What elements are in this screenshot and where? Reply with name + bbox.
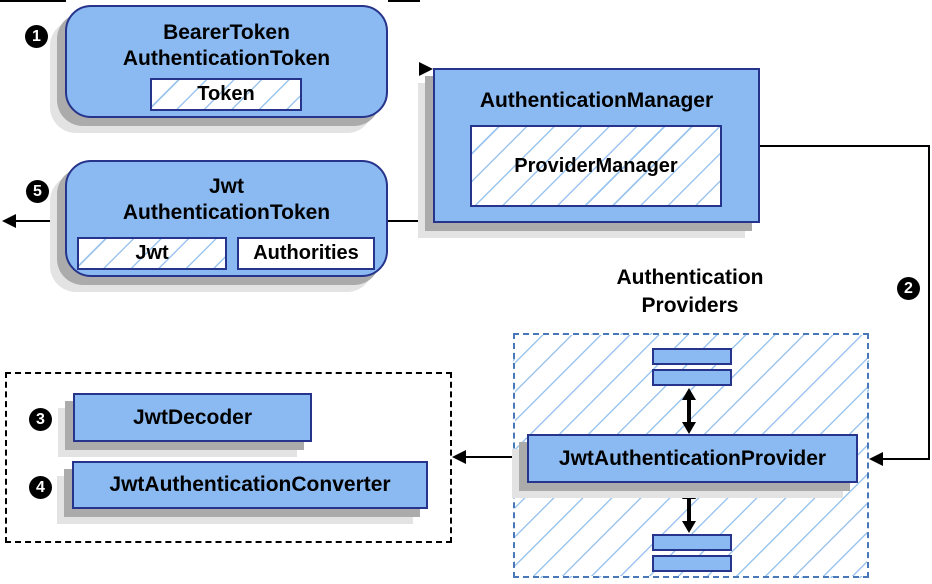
step-badge-4: 4	[29, 476, 52, 499]
jwt-authentication-provider-title: JwtAuthenticationProvider	[558, 446, 827, 470]
provider-list-connector-top	[687, 397, 691, 426]
step-badge-5: 5	[26, 180, 49, 203]
jwt-authentication-provider-node: JwtAuthenticationProvider	[527, 434, 858, 483]
flow-line-manager-to-provider-vertical	[928, 145, 930, 460]
authorities-field: Authorities	[237, 237, 375, 270]
authorities-field-label: Authorities	[253, 242, 359, 264]
other-provider-rect	[652, 348, 732, 365]
jwt-token-title-line2: AuthenticationToken	[122, 201, 331, 224]
provider-manager-field: ProviderManager	[470, 125, 722, 207]
flow-line-request-in	[0, 0, 66, 2]
step-badge-1: 1	[25, 25, 48, 48]
flow-line-manager-to-provider-top	[759, 145, 930, 147]
arrowhead-into-jwt-provider-icon	[869, 452, 883, 466]
arrowhead-into-decoder-group-icon	[452, 450, 466, 464]
flow-line-provider-to-decoder-group	[466, 456, 527, 458]
bearer-token-title-line2: AuthenticationToken	[122, 47, 331, 70]
arrowhead-response-out-icon	[2, 214, 16, 228]
arrowhead-up-icon	[682, 487, 696, 499]
jwt-decoder-title: JwtDecoder	[132, 405, 253, 429]
arrowhead-up-icon	[682, 388, 696, 400]
provider-manager-label: ProviderManager	[514, 154, 678, 177]
authentication-manager-title: AuthenticationManager	[479, 89, 714, 112]
authentication-providers-title: Authentication Providers	[550, 264, 830, 320]
provider-list-connector-bottom	[687, 496, 691, 524]
other-provider-rect	[652, 534, 732, 551]
other-provider-rect	[652, 555, 732, 572]
arrowhead-into-authentication-manager-icon	[419, 62, 433, 76]
jwt-token-title-line1: Jwt	[208, 175, 244, 198]
authentication-providers-title-line1: Authentication	[616, 266, 764, 289]
flow-line-manager-to-provider-bottom	[882, 458, 929, 460]
jwt-authentication-converter-title: JwtAuthenticationConverter	[109, 473, 391, 496]
step-badge-3: 3	[29, 408, 52, 431]
jwt-authentication-converter-node: JwtAuthenticationConverter	[72, 461, 428, 509]
flow-line-token-to-manager	[388, 0, 420, 2]
jwt-field-label: Jwt	[135, 242, 169, 264]
jwt-field: Jwt	[77, 237, 227, 270]
step-badge-2: 2	[897, 277, 920, 300]
jwt-token-title: Jwt AuthenticationToken	[67, 174, 386, 226]
arrowhead-down-icon	[682, 422, 696, 434]
arrowhead-down-icon	[682, 521, 696, 533]
jwt-decoder-node: JwtDecoder	[73, 393, 312, 442]
bearer-token-title: BearerToken AuthenticationToken	[67, 20, 386, 72]
bearer-token-title-line1: BearerToken	[163, 21, 290, 44]
authentication-providers-title-line2: Providers	[641, 294, 739, 317]
other-provider-rect	[652, 369, 732, 386]
bearer-token-node: BearerToken AuthenticationToken	[65, 5, 388, 118]
token-field: Token	[150, 78, 302, 111]
decoder-converter-group	[5, 372, 452, 543]
token-field-label: Token	[197, 83, 255, 105]
